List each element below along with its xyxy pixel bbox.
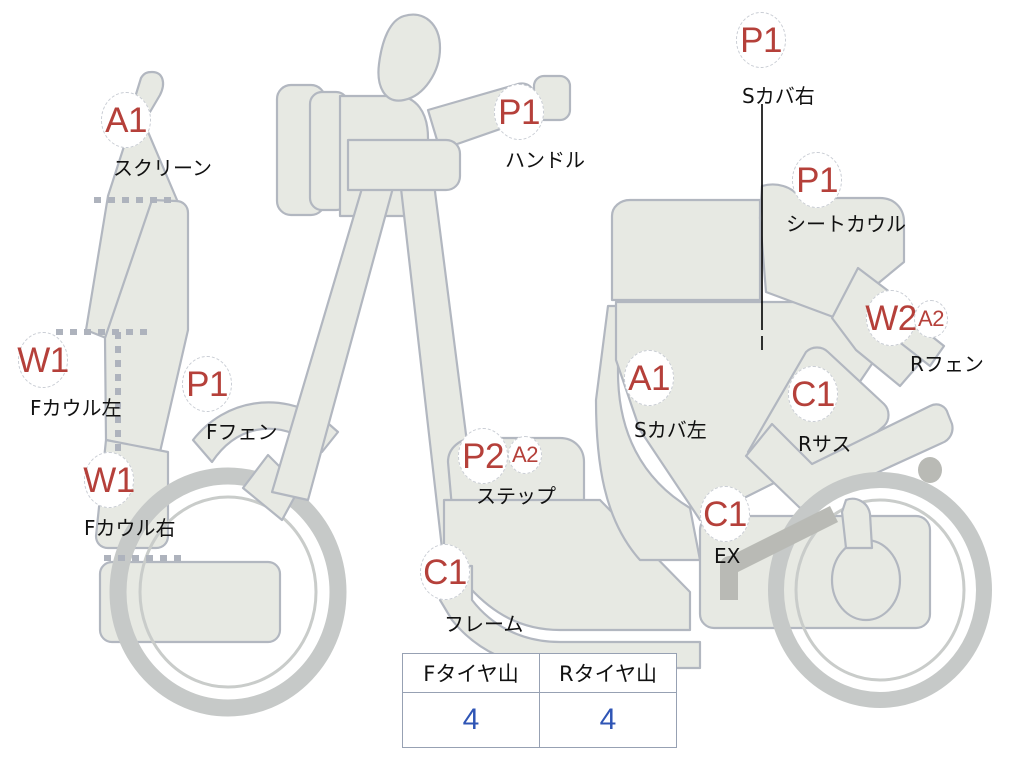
top-clamp: [346, 138, 462, 192]
value-front-tire: 4: [402, 692, 540, 748]
table-header-row: Fタイヤ山 Rタイヤ山: [402, 653, 677, 693]
sub-grade-badge-r-fender[interactable]: A2: [914, 300, 948, 338]
frame-lower-rail: [438, 564, 702, 670]
part-label-r-suspension: Rサス: [798, 432, 852, 456]
mirror: [377, 13, 442, 102]
side-cover-left: [594, 304, 702, 562]
part-label-scover-left: Sカバ左: [634, 418, 707, 442]
axle-nut: [918, 457, 942, 483]
part-label-exhaust: EX: [714, 544, 741, 568]
header-rear-tire: Rタイヤ山: [539, 653, 677, 693]
header-front-tire: Fタイヤ山: [402, 653, 540, 693]
grade-badge-fcowl-right[interactable]: W1: [83, 452, 135, 508]
front-wheel-rim: [138, 495, 318, 689]
grade-badge-frame[interactable]: C1: [420, 544, 470, 600]
part-label-r-fender: Rフェン: [910, 352, 984, 376]
rear-wheel-rim: [794, 498, 966, 682]
part-label-screen: スクリーン: [113, 156, 212, 180]
part-label-fcowl-left: Fカウル左: [30, 396, 122, 420]
sub-grade-badge-step[interactable]: A2: [508, 436, 542, 474]
part-label-handle: ハンドル: [505, 148, 585, 172]
grade-badge-exhaust[interactable]: C1: [700, 486, 750, 542]
grade-badge-screen[interactable]: A1: [101, 92, 151, 148]
table-value-row: 4 4: [402, 692, 677, 748]
grade-badge-scover-left[interactable]: A1: [624, 350, 674, 406]
part-label-seat-cowl: シートカウル: [786, 212, 906, 236]
grade-badge-step[interactable]: P2: [458, 428, 508, 484]
exhaust-pipe: [720, 506, 838, 600]
seat: [610, 198, 762, 302]
panel-seam-dashes: [56, 197, 186, 561]
grade-badge-handle[interactable]: P1: [494, 84, 544, 140]
part-label-fcowl-right: Fカウル右: [84, 516, 176, 540]
swing-arm: [744, 403, 954, 510]
grade-badge-r-fender[interactable]: W2: [865, 290, 917, 346]
grade-badge-f-fender[interactable]: P1: [182, 356, 232, 412]
grade-badge-seat-cowl[interactable]: P1: [792, 152, 842, 208]
rear-hub: [830, 538, 902, 622]
part-label-step: ステップ: [476, 484, 556, 508]
part-label-scover-right: Sカバ右: [742, 84, 815, 108]
part-label-f-fender: Fフェン: [206, 420, 278, 444]
rear-wheel-tire: [768, 472, 992, 708]
value-rear-tire: 4: [539, 692, 677, 748]
front-wheel-tire: [109, 467, 347, 717]
tire-tread-table: Fタイヤ山 Rタイヤ山 4 4: [402, 653, 677, 748]
grade-badge-r-suspension[interactable]: C1: [788, 366, 838, 422]
grade-badge-scover-right[interactable]: P1: [736, 12, 786, 68]
grade-badge-fcowl-left[interactable]: W1: [17, 332, 69, 388]
hub-link: [840, 497, 874, 550]
part-label-frame: フレーム: [444, 612, 524, 636]
